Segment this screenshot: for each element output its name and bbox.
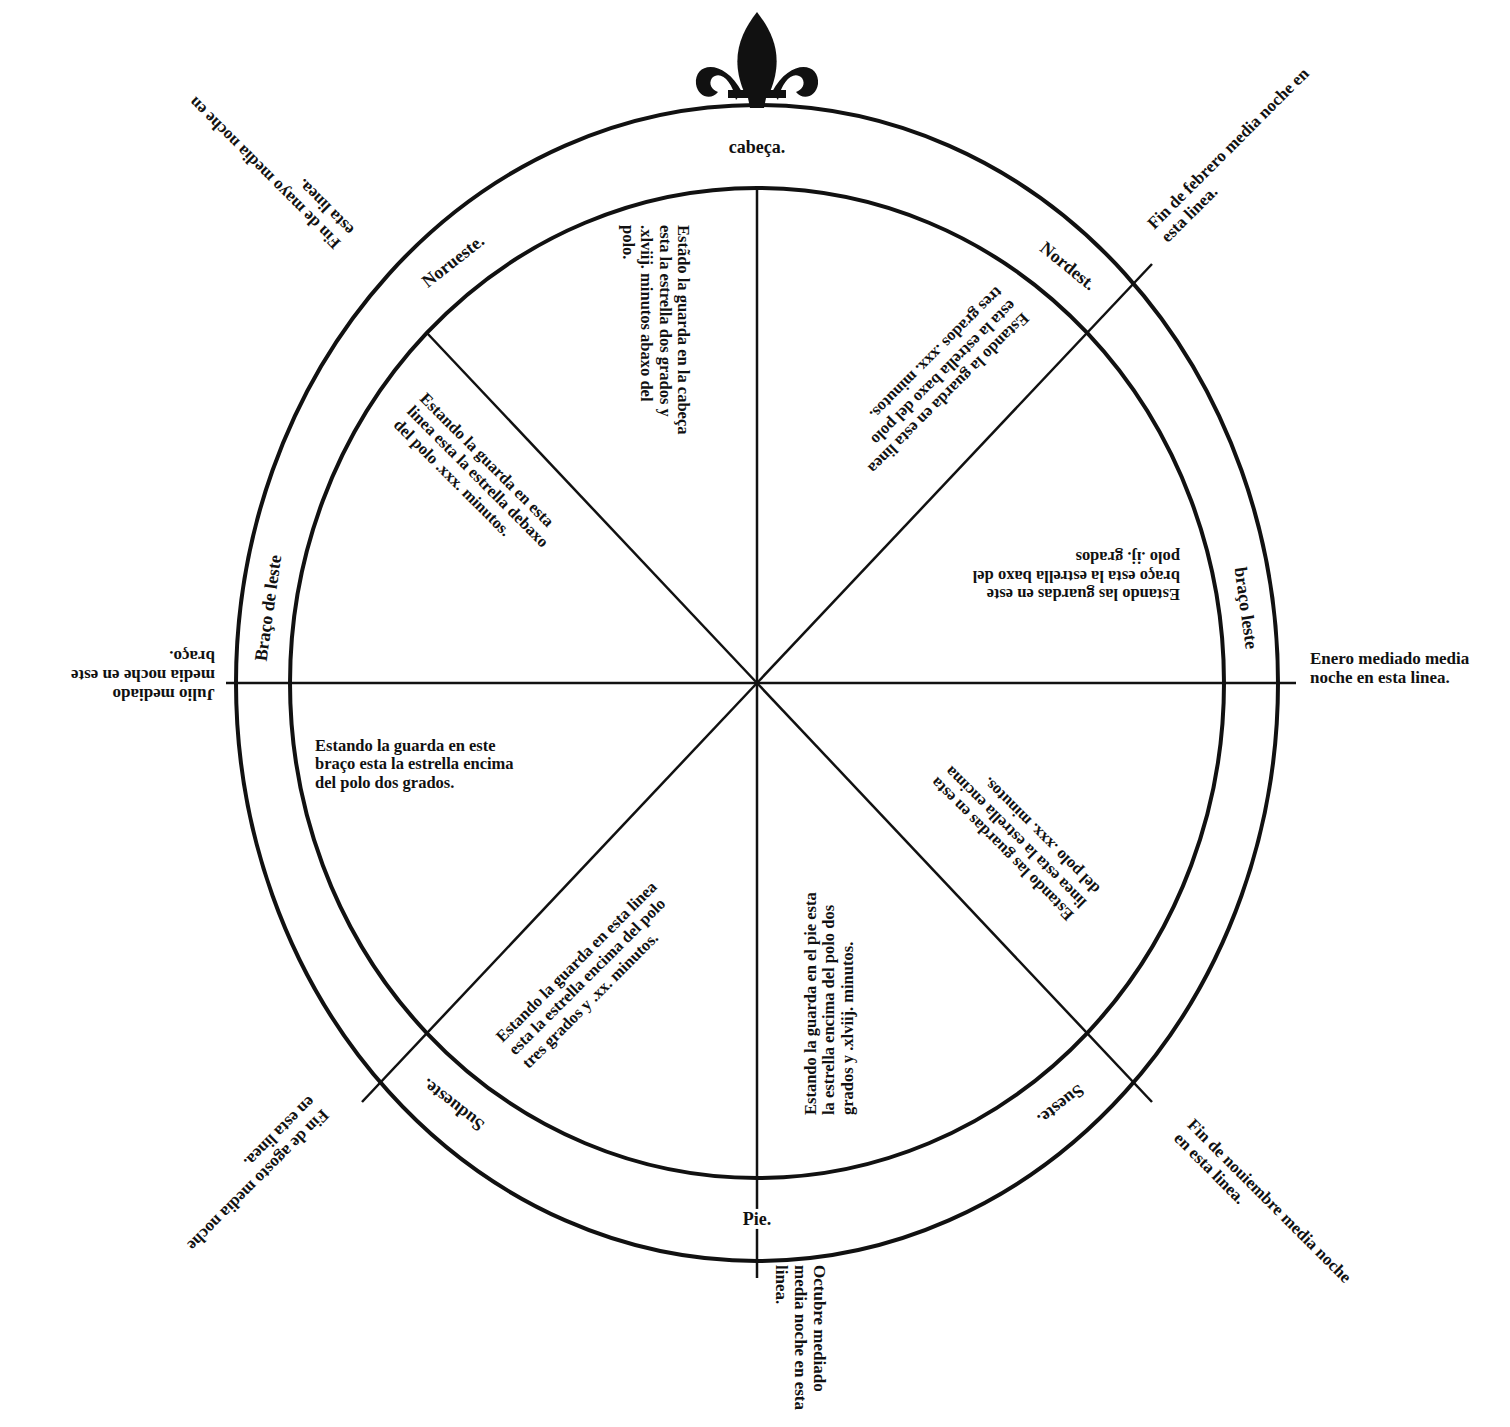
month-note: Fin de agosto media noche en esta linea. (157, 1092, 332, 1267)
month-note: Octubre mediado media noche en esta line… (771, 1265, 828, 1415)
month-note: Fin de mayo media noche en esta linea. (182, 77, 357, 252)
hour-lines (226, 188, 1296, 1278)
sector-rule: Estando la guarda en el pie esta la estr… (802, 885, 857, 1115)
point-name: cabeça. (726, 137, 788, 157)
sector-rule: Estando la guarda en esta linea esta la … (838, 283, 1033, 478)
sector-rule: Estando la guarda en esta linea esta la … (390, 390, 571, 571)
month-note: Enero mediado media noche en esta linea. (1310, 649, 1490, 687)
sector-rule: Estãdo la guarda en la cabeça esta la es… (618, 225, 692, 435)
month-note: Fin de nouiembre media noche en esta lin… (1170, 1115, 1360, 1305)
sector-rule: Estando las guardas en esta linea esta l… (916, 736, 1104, 924)
sector-rule: Estando las guardas en este braço esta l… (970, 547, 1180, 602)
point-name: Braço de leste (250, 551, 286, 666)
point-name: Pie. (740, 1209, 775, 1229)
fleur-de-lis (696, 12, 818, 108)
month-note: Julio mediado media noche en este braço. (65, 646, 215, 703)
month-note: Fin de febrero media noche en esta linea… (1144, 64, 1326, 246)
sector-rule: Estando la guarda en este braço esta la … (315, 737, 535, 792)
point-name: Sueste. (1031, 1079, 1090, 1132)
sector-rule: Estando la guarda en esta linea esta la … (493, 878, 688, 1073)
point-name: braço leste (1230, 563, 1262, 653)
point-name: Nordest. (1034, 236, 1102, 297)
